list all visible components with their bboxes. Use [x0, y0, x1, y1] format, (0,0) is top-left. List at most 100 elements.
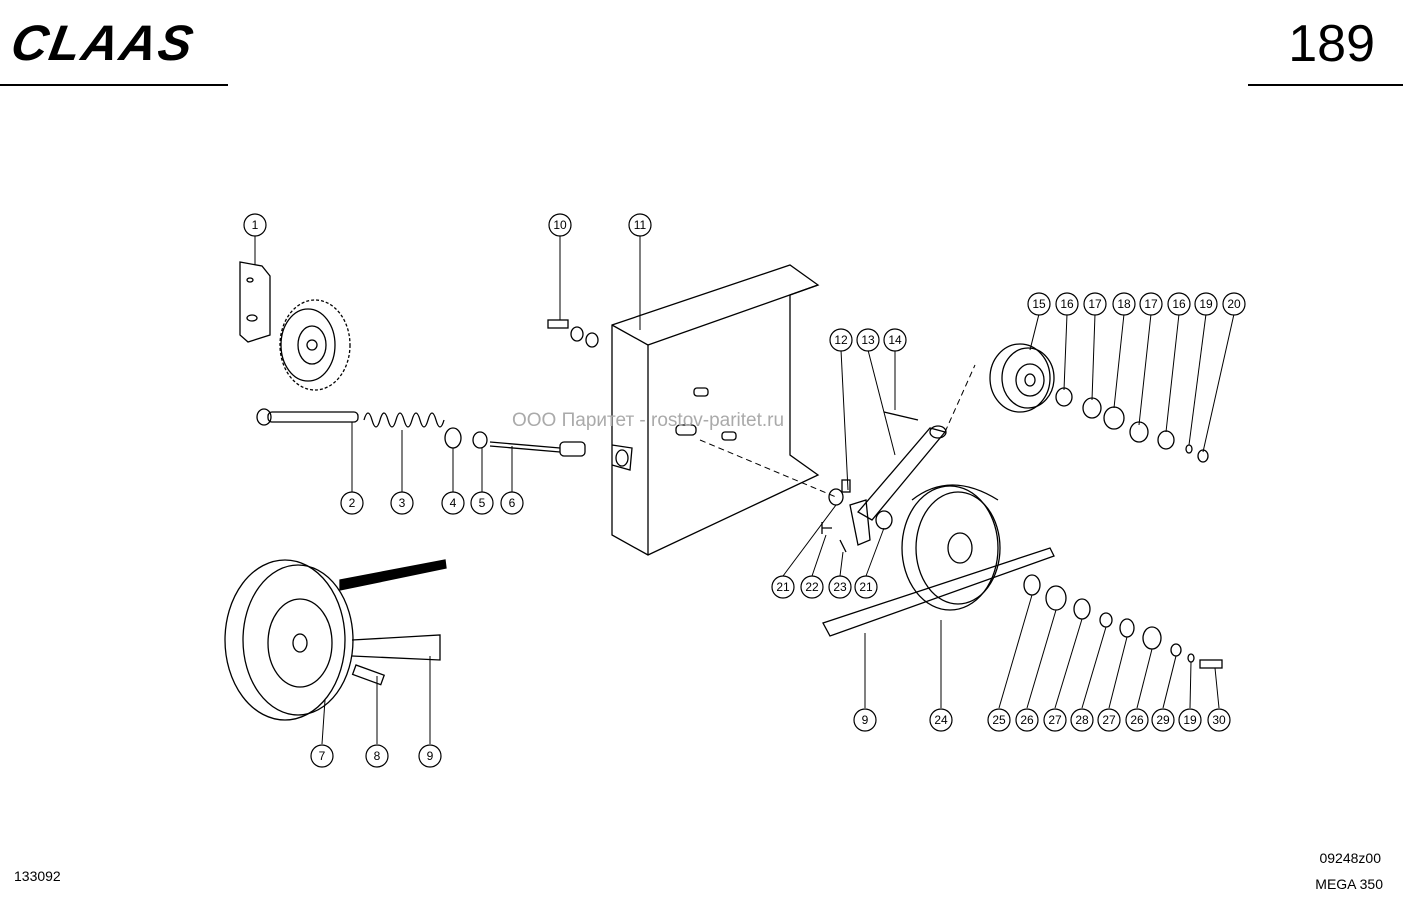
callout-14: 14: [883, 328, 907, 352]
svg-text:9: 9: [427, 749, 434, 763]
svg-text:12: 12: [834, 333, 848, 347]
mounting-plate: [611, 264, 820, 556]
bolt-10: [547, 319, 599, 348]
leader-lines: [254, 236, 1235, 745]
callout-27-a: 27: [1043, 708, 1067, 732]
callout-18: 18: [1112, 292, 1136, 316]
callout-21-b: 21: [854, 575, 878, 599]
idler-pulley: [989, 343, 1209, 463]
header-rule-left: [0, 84, 228, 86]
model-name: MEGA 350: [1315, 876, 1383, 892]
svg-text:18: 18: [1117, 297, 1131, 311]
svg-text:17: 17: [1088, 297, 1102, 311]
svg-text:26: 26: [1020, 713, 1034, 727]
callout-11: 11: [628, 213, 652, 237]
svg-text:5: 5: [479, 496, 486, 510]
callout-16-b: 16: [1167, 292, 1191, 316]
v-belt: [339, 547, 1055, 661]
callout-1: 1: [243, 213, 267, 237]
svg-text:9: 9: [862, 713, 869, 727]
svg-text:29: 29: [1156, 713, 1170, 727]
callouts: 1 2 3 4 5 6 7 8 9 9 10 11 12 13 14 15 16…: [243, 213, 1246, 768]
callout-17-b: 17: [1139, 292, 1163, 316]
callout-16-a: 16: [1055, 292, 1079, 316]
header-rule-right: [1248, 84, 1403, 86]
svg-text:22: 22: [805, 580, 819, 594]
svg-text:3: 3: [399, 496, 406, 510]
svg-text:16: 16: [1172, 297, 1186, 311]
callout-13: 13: [856, 328, 880, 352]
callout-17-a: 17: [1083, 292, 1107, 316]
svg-text:14: 14: [888, 333, 902, 347]
svg-text:19: 19: [1199, 297, 1213, 311]
svg-text:20: 20: [1227, 297, 1241, 311]
callout-28: 28: [1070, 708, 1094, 732]
svg-text:15: 15: [1032, 297, 1046, 311]
nut-5: [472, 431, 488, 449]
callout-9-left: 9: [418, 744, 442, 768]
callout-15: 15: [1027, 292, 1051, 316]
callout-20: 20: [1222, 292, 1246, 316]
svg-text:16: 16: [1060, 297, 1074, 311]
svg-text:6: 6: [509, 496, 516, 510]
svg-text:28: 28: [1075, 713, 1089, 727]
callout-30: 30: [1207, 708, 1231, 732]
bolt-8: [351, 664, 386, 686]
tensioner-arm: [821, 411, 947, 553]
callout-24: 24: [929, 708, 953, 732]
svg-text:7: 7: [319, 749, 326, 763]
svg-text:19: 19: [1183, 713, 1197, 727]
callout-22: 22: [800, 575, 824, 599]
svg-text:8: 8: [374, 749, 381, 763]
callout-19-b: 19: [1178, 708, 1202, 732]
page-number: 189: [1288, 15, 1375, 73]
sprocket-wheel: [279, 299, 351, 391]
washer-4: [444, 427, 462, 449]
svg-text:25: 25: [992, 713, 1006, 727]
callout-12: 12: [829, 328, 853, 352]
callout-19-a: 19: [1194, 292, 1218, 316]
callout-23: 23: [828, 575, 852, 599]
bracket-part: [239, 261, 271, 343]
compression-spring: [363, 412, 445, 428]
callout-21-a: 21: [771, 575, 795, 599]
callout-29: 29: [1151, 708, 1175, 732]
svg-text:27: 27: [1102, 713, 1116, 727]
svg-text:27: 27: [1048, 713, 1062, 727]
callout-25: 25: [987, 708, 1011, 732]
callout-6: 6: [500, 491, 524, 515]
svg-text:1: 1: [252, 218, 259, 232]
tension-rod: [256, 408, 359, 426]
svg-text:21: 21: [859, 580, 873, 594]
drawing-code: 133092: [14, 868, 61, 884]
svg-text:30: 30: [1212, 713, 1226, 727]
svg-text:21: 21: [776, 580, 790, 594]
svg-text:2: 2: [349, 496, 356, 510]
svg-text:11: 11: [634, 218, 647, 232]
adjusting-rod: [489, 441, 586, 457]
svg-text:4: 4: [450, 496, 457, 510]
callout-26-a: 26: [1015, 708, 1039, 732]
callout-4: 4: [441, 491, 465, 515]
callout-27-b: 27: [1097, 708, 1121, 732]
callout-9-right: 9: [853, 708, 877, 732]
callout-10: 10: [548, 213, 572, 237]
watermark: ООО Паритет - rostov-paritet.ru: [512, 410, 785, 431]
svg-text:26: 26: [1130, 713, 1144, 727]
svg-text:10: 10: [553, 218, 567, 232]
callout-5: 5: [470, 491, 494, 515]
alignment-lines: [699, 364, 976, 498]
callout-26-b: 26: [1125, 708, 1149, 732]
callout-2: 2: [340, 491, 364, 515]
drive-pulley-24: [901, 484, 1001, 611]
callout-8: 8: [365, 744, 389, 768]
svg-text:23: 23: [833, 580, 847, 594]
svg-text:13: 13: [861, 333, 875, 347]
callout-3: 3: [390, 491, 414, 515]
callout-7: 7: [310, 744, 334, 768]
svg-text:24: 24: [934, 713, 948, 727]
svg-text:17: 17: [1144, 297, 1158, 311]
drive-pulley-7: [224, 559, 354, 721]
